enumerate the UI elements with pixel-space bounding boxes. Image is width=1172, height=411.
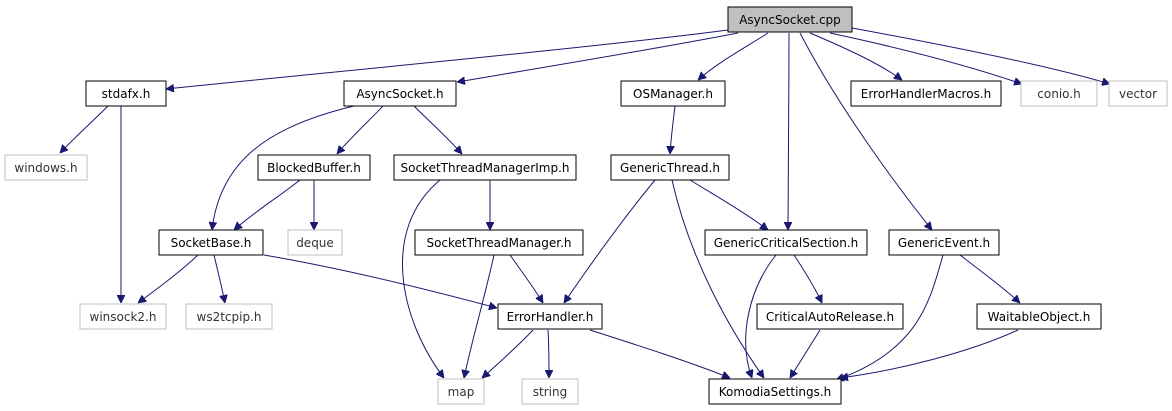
node-label: AsyncSocket.h xyxy=(356,87,443,101)
nodes-layer: AsyncSocket.cpp stdafx.h AsyncSocket.h O… xyxy=(4,6,1168,405)
node-label: CriticalAutoRelease.h xyxy=(766,310,894,324)
node-criticalautorelease-h[interactable]: CriticalAutoRelease.h xyxy=(756,303,904,330)
edge-socketbase-h-to-errorhandler-h xyxy=(263,254,497,308)
edge-asyncsocket-cpp-to-errorhandlermacros-h xyxy=(809,32,902,80)
node-errorhandler-h[interactable]: ErrorHandler.h xyxy=(497,303,603,330)
node-genericevent-h[interactable]: GenericEvent.h xyxy=(888,229,1000,256)
node-label: OSManager.h xyxy=(633,87,713,101)
node-map[interactable]: map xyxy=(437,378,485,405)
edge-genericevent-h-to-waitableobject-h xyxy=(959,254,1020,303)
node-label: GenericCriticalSection.h xyxy=(714,236,859,250)
node-label: windows.h xyxy=(14,161,77,175)
node-stdafx-h[interactable]: stdafx.h xyxy=(85,80,167,107)
node-socketbase-h[interactable]: SocketBase.h xyxy=(158,229,264,256)
node-string[interactable]: string xyxy=(521,378,579,405)
edge-asyncsocket-cpp-to-conio-h xyxy=(829,32,1022,84)
edge-asyncsocket-cpp-to-osmanager-h xyxy=(698,32,769,80)
edges-layer xyxy=(60,27,1110,380)
edge-socketthreadmanagerimp-h-to-map xyxy=(401,179,444,378)
node-label: ErrorHandlerMacros.h xyxy=(861,87,992,101)
edge-asyncsocket-cpp-to-genericevent-h xyxy=(799,32,932,230)
node-osmanager-h[interactable]: OSManager.h xyxy=(620,80,726,107)
edge-socketthreadmanager-h-to-errorhandler-h xyxy=(509,254,543,303)
node-errorhandlermacros-h[interactable]: ErrorHandlerMacros.h xyxy=(850,80,1002,107)
node-blockedbuffer-h[interactable]: BlockedBuffer.h xyxy=(257,154,371,181)
edge-asyncsocket-cpp-to-asyncsocket-h xyxy=(457,32,739,82)
edge-stdafx-h-to-windows-h xyxy=(60,105,109,153)
edge-waitableobject-h-to-komodiasettings-h xyxy=(840,329,1019,378)
edge-errorhandler-h-to-string xyxy=(548,329,549,378)
node-socketthreadmanagerimp-h[interactable]: SocketThreadManagerImp.h xyxy=(393,154,577,181)
node-label: stdafx.h xyxy=(102,87,151,101)
edge-genericthread-h-to-genericcriticalsection-h xyxy=(689,179,768,230)
node-label: SocketThreadManagerImp.h xyxy=(401,161,570,175)
node-komodiasettings-h[interactable]: KomodiaSettings.h xyxy=(708,378,842,405)
edge-criticalautorelease-h-to-komodiasettings-h xyxy=(790,329,821,378)
edge-asyncsocket-h-to-socketthreadmanagerimp-h xyxy=(413,105,462,154)
node-label: GenericThread.h xyxy=(620,161,720,175)
edge-blockedbuffer-h-to-socketbase-h xyxy=(234,179,301,230)
node-genericthread-h[interactable]: GenericThread.h xyxy=(610,154,730,181)
node-label: GenericEvent.h xyxy=(898,236,990,250)
edge-asyncsocket-cpp-to-vector xyxy=(851,27,1110,84)
node-label: conio.h xyxy=(1037,87,1080,101)
node-label: ErrorHandler.h xyxy=(507,310,594,324)
node-waitableobject-h[interactable]: WaitableObject.h xyxy=(976,303,1102,330)
edge-asyncsocket-cpp-to-genericcriticalsection-h xyxy=(788,32,789,230)
node-label: KomodiaSettings.h xyxy=(719,385,832,399)
node-label: deque xyxy=(296,236,334,250)
edge-socketbase-h-to-ws2tcpip-h xyxy=(213,254,225,303)
edge-genericthread-h-to-komodiasettings-h xyxy=(671,179,764,378)
edge-genericcriticalsection-h-to-komodiasettings-h xyxy=(745,254,777,378)
node-label: map xyxy=(448,385,475,399)
node-genericcriticalsection-h[interactable]: GenericCriticalSection.h xyxy=(704,229,868,256)
node-label: AsyncSocket.cpp xyxy=(739,13,841,27)
node-winsock2-h[interactable]: winsock2.h xyxy=(79,303,167,330)
node-ws2tcpip-h[interactable]: ws2tcpip.h xyxy=(185,303,273,330)
edge-errorhandler-h-to-komodiasettings-h xyxy=(589,329,730,378)
node-label: vector xyxy=(1119,87,1157,101)
edge-errorhandler-h-to-map xyxy=(482,329,534,378)
node-vector[interactable]: vector xyxy=(1108,80,1168,107)
edge-asyncsocket-h-to-blockedbuffer-h xyxy=(337,105,384,154)
node-label: SocketBase.h xyxy=(171,236,252,250)
node-label: winsock2.h xyxy=(90,310,157,324)
node-label: ws2tcpip.h xyxy=(197,310,262,324)
node-label: SocketThreadManager.h xyxy=(426,236,571,250)
node-asyncsocket-cpp[interactable]: AsyncSocket.cpp xyxy=(727,6,853,33)
edge-genericcriticalsection-h-to-criticalautorelease-h xyxy=(793,254,822,303)
node-conio-h[interactable]: conio.h xyxy=(1020,80,1098,107)
edge-genericevent-h-to-komodiasettings-h xyxy=(836,254,944,380)
node-label: string xyxy=(533,385,567,399)
node-label: WaitableObject.h xyxy=(988,310,1091,324)
node-windows-h[interactable]: windows.h xyxy=(4,154,88,181)
edge-socketthreadmanager-h-to-map xyxy=(464,254,495,378)
edge-socketbase-h-to-winsock2-h xyxy=(138,254,199,303)
node-label: BlockedBuffer.h xyxy=(267,161,361,175)
edge-asyncsocket-cpp-to-stdafx-h xyxy=(166,29,729,89)
edge-genericthread-h-to-errorhandler-h xyxy=(564,179,656,303)
node-asyncsocket-h[interactable]: AsyncSocket.h xyxy=(343,80,457,107)
node-socketthreadmanager-h[interactable]: SocketThreadManager.h xyxy=(414,229,584,256)
edge-asyncsocket-h-to-socketbase-h xyxy=(212,105,355,230)
edge-osmanager-h-to-genericthread-h xyxy=(670,105,676,154)
node-deque[interactable]: deque xyxy=(287,229,343,256)
